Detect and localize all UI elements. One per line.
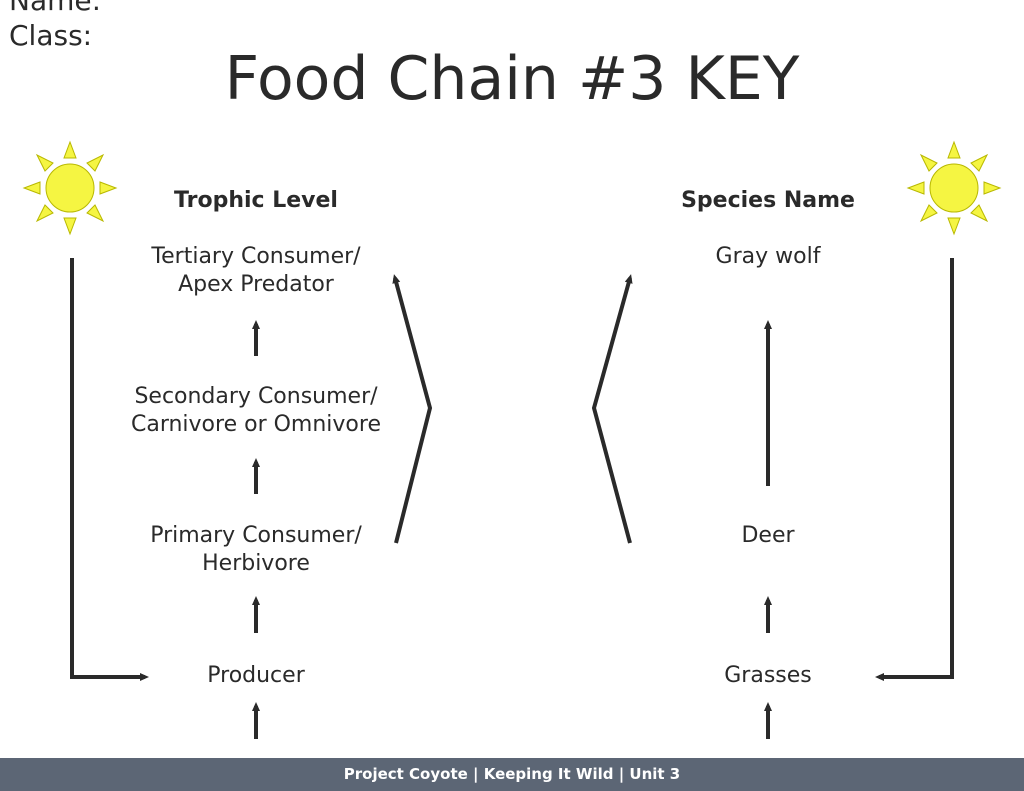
trophic-level-producer: Producer	[96, 662, 416, 690]
species-grasses: Grasses	[724, 663, 812, 688]
species-name-heading: Species Name	[681, 188, 855, 213]
page-title: Food Chain #3 KEY	[224, 44, 800, 114]
trophic-level-secondary-line1: Secondary Consumer/	[134, 384, 378, 409]
trophic-level-heading: Trophic Level	[174, 188, 338, 213]
trophic-level-tertiary: Tertiary Consumer/ Apex Predator	[96, 243, 416, 299]
trophic-level-secondary-line2: Carnivore or Omnivore	[130, 412, 381, 437]
trophic-level-producer-line1: Producer	[207, 663, 305, 688]
name-label: Name:	[9, 0, 102, 17]
right-sun-energy-arrow	[875, 258, 954, 681]
trophic-level-secondary: Secondary Consumer/ Carnivore or Omnivor…	[96, 383, 416, 439]
footer-bar: Project Coyote | Keeping It Wild | Unit …	[0, 758, 1024, 791]
right-chevron-arrow	[591, 274, 633, 544]
trophic-level-primary-line1: Primary Consumer/	[150, 523, 362, 548]
species-gray-wolf: Gray wolf	[715, 244, 821, 269]
class-label: Class:	[9, 19, 93, 52]
trophic-level-primary: Primary Consumer/ Herbivore	[96, 522, 416, 578]
species-deer: Deer	[741, 523, 795, 548]
sun-icon	[22, 140, 118, 236]
trophic-level-tertiary-line1: Tertiary Consumer/	[151, 244, 361, 269]
sun-icon	[906, 140, 1002, 236]
trophic-level-tertiary-line2: Apex Predator	[178, 272, 334, 297]
trophic-level-primary-line2: Herbivore	[202, 551, 310, 576]
left-chevron-arrow	[392, 274, 433, 544]
left-sun-energy-arrow	[70, 258, 149, 681]
